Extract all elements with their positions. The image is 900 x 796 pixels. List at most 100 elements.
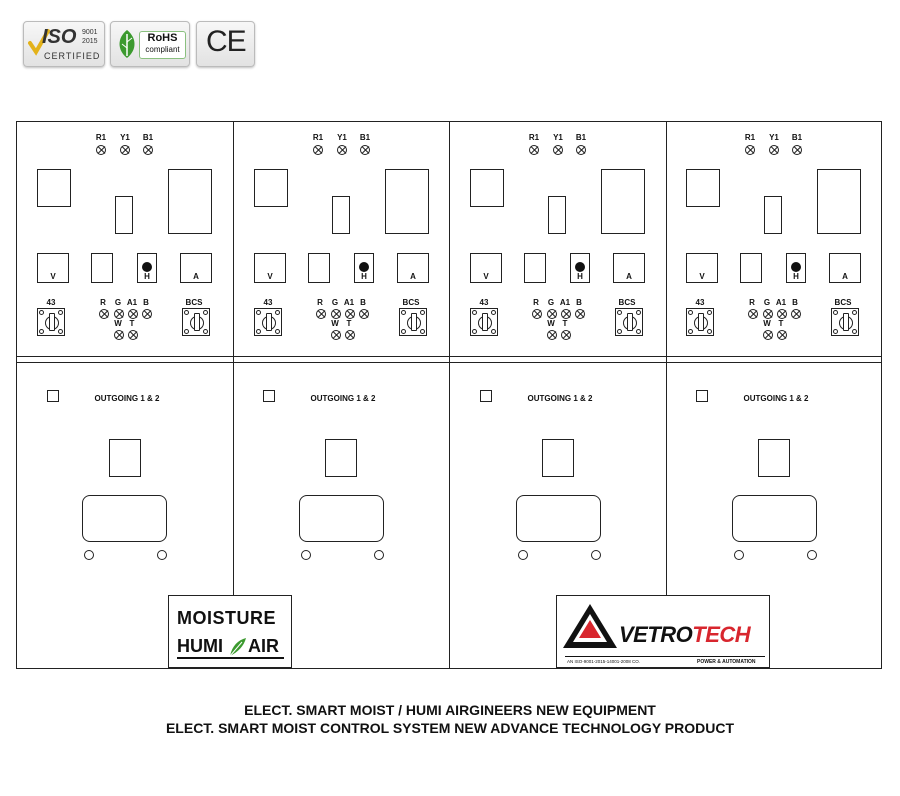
lamp-label-b: B [792, 298, 798, 307]
rotary-switch-43[interactable] [37, 308, 65, 336]
lamp-label-g: G [547, 298, 555, 307]
indicator-lamp-b [791, 309, 801, 319]
door-indicator [47, 390, 59, 402]
voltmeter: V [254, 253, 286, 283]
logo-humi-text: HUMI [177, 636, 223, 656]
section-divider-top [16, 356, 882, 357]
iso-certified-label: CERTIFIED [44, 51, 101, 61]
rotary-switch-43[interactable] [470, 308, 498, 336]
door-indicator [480, 390, 492, 402]
selector-slot [548, 196, 566, 234]
iso-badge: ISO 9001 2015 CERTIFIED [23, 21, 105, 67]
rotary-switch-bcs[interactable] [831, 308, 859, 336]
lamp-label-g: G [763, 298, 771, 307]
logo-air-text: AIR [248, 636, 279, 656]
door-hole-right [591, 550, 601, 560]
ammeter: A [397, 253, 429, 283]
indicator-lamp-y1 [337, 145, 347, 155]
rotary-switch-bcs[interactable] [615, 308, 643, 336]
indicator-lamp-w [763, 330, 773, 340]
phase-label-r1: R1 [95, 133, 107, 142]
panel-4: R1 Y1 B1 V H A 43 BCS R G A1 B W T OUTGO… [666, 121, 882, 669]
leaf-icon [229, 638, 246, 657]
phase-label-r1: R1 [312, 133, 324, 142]
phase-label-b1: B1 [142, 133, 154, 142]
lamp-label-w: W [331, 319, 339, 328]
blank-meter [308, 253, 330, 283]
lamp-label-a1: A1 [343, 298, 355, 307]
logo-tech-text: TECH [692, 622, 751, 647]
phase-label-y1: Y1 [337, 133, 347, 142]
indicator-lamp-g [331, 309, 341, 319]
lamp-label-t: T [346, 319, 352, 328]
blank-meter [91, 253, 113, 283]
rohs-compliant-label: compliant [145, 45, 180, 54]
outgoing-label: OUTGOING 1 & 2 [743, 394, 809, 403]
indicator-lamp-g [547, 309, 557, 319]
door-hole-right [807, 550, 817, 560]
rotary-switch-43[interactable] [254, 308, 282, 336]
lamp-label-r: R [533, 298, 539, 307]
indicator-lamp-t [345, 330, 355, 340]
phase-label-b1: B1 [359, 133, 371, 142]
indicator-lamp-y1 [769, 145, 779, 155]
indicator-lamp-w [331, 330, 341, 340]
panel-1: R1 Y1 B1 V H A 43 BCS R G A1 B W T OUTGO… [16, 121, 233, 669]
switch-label-bcs: BCS [618, 298, 636, 307]
lamp-label-b: B [143, 298, 149, 307]
lamp-label-g: G [331, 298, 339, 307]
door-hole-right [374, 550, 384, 560]
indicator-lamp-r1 [313, 145, 323, 155]
hour-meter: H [137, 253, 157, 283]
door-hole-left [518, 550, 528, 560]
outgoing-label: OUTGOING 1 & 2 [527, 394, 593, 403]
lamp-label-w: W [114, 319, 122, 328]
door-window [542, 439, 574, 477]
rohs-label: RoHS [147, 32, 178, 44]
panel-divider-2 [449, 121, 450, 669]
hour-meter-dot [142, 262, 152, 272]
phase-label-b1: B1 [575, 133, 587, 142]
indicator-lamp-a1 [345, 309, 355, 319]
relay-window [254, 169, 288, 207]
lamp-label-b: B [576, 298, 582, 307]
logo-tagline-text: POWER & AUTOMATION [697, 659, 756, 665]
indicator-lamp-w [547, 330, 557, 340]
indicator-lamp-t [128, 330, 138, 340]
switch-label-43: 43 [263, 298, 273, 307]
switch-label-bcs: BCS [185, 298, 203, 307]
indicator-lamp-w [114, 330, 124, 340]
controller-window [168, 169, 212, 234]
lamp-label-t: T [778, 319, 784, 328]
ce-mark: CE [206, 25, 247, 58]
hour-meter: H [786, 253, 806, 283]
lamp-label-r: R [749, 298, 755, 307]
rotary-switch-bcs[interactable] [182, 308, 210, 336]
outgoing-label: OUTGOING 1 & 2 [94, 394, 160, 403]
display-cutout [299, 495, 384, 542]
panel-2: R1 Y1 B1 V H A 43 BCS R G A1 B W T OUTGO… [233, 121, 449, 669]
indicator-lamp-t [777, 330, 787, 340]
iso-year-2: 2015 [82, 38, 98, 45]
logo-vetro-text: VETRO [619, 622, 693, 647]
selector-slot [764, 196, 782, 234]
hour-meter: H [354, 253, 374, 283]
check-icon [28, 29, 50, 56]
rotary-switch-43[interactable] [686, 308, 714, 336]
indicator-lamp-t [561, 330, 571, 340]
voltmeter: V [37, 253, 69, 283]
hour-meter-dot [359, 262, 369, 272]
logo-cert-text: AN ISO-9001-2015-14001-2008 CO. [567, 659, 641, 664]
rotary-switch-bcs[interactable] [399, 308, 427, 336]
lamp-label-t: T [129, 319, 135, 328]
door-hole-left [84, 550, 94, 560]
iso-year-1: 9001 [82, 29, 98, 36]
relay-window [37, 169, 71, 207]
panel-divider-3 [666, 121, 667, 669]
door-window [109, 439, 141, 477]
indicator-lamp-r [316, 309, 326, 319]
door-window [325, 439, 357, 477]
display-cutout [516, 495, 601, 542]
lamp-label-a1: A1 [126, 298, 138, 307]
blank-meter [740, 253, 762, 283]
